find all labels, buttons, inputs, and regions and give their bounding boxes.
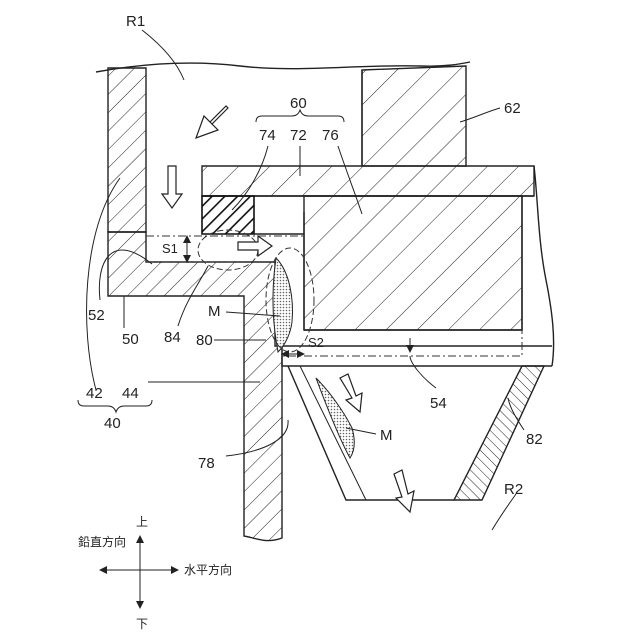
label-s2: S2	[308, 335, 324, 350]
flow-arrow-outlet	[394, 470, 414, 512]
label-r2: R2	[504, 481, 523, 498]
label-78: 78	[198, 455, 215, 472]
hopper-inner-line	[300, 366, 366, 500]
label-r1: R1	[126, 13, 145, 30]
deposit-m-upper	[273, 258, 293, 352]
block-76	[304, 196, 522, 330]
label-down: 下	[136, 617, 148, 631]
label-vertical-direction: 鉛直方向	[78, 534, 126, 549]
label-40: 40	[104, 415, 121, 432]
label-80: 80	[196, 332, 213, 349]
member-62	[362, 66, 466, 166]
flow-arrow-down-left	[162, 166, 182, 208]
flow-arrow-diagonal	[196, 106, 228, 138]
label-42: 42	[86, 385, 103, 402]
label-up: 上	[136, 515, 148, 529]
label-44: 44	[122, 385, 139, 402]
label-72: 72	[290, 127, 307, 144]
leader-54	[410, 356, 436, 388]
label-m-upper: M	[208, 303, 221, 320]
plate-72	[202, 166, 534, 196]
label-62: 62	[504, 100, 521, 117]
frame-54-right-edge	[534, 166, 554, 366]
label-horizontal-direction: 水平方向	[184, 562, 232, 577]
leader-r1	[142, 30, 184, 80]
label-84: 84	[164, 329, 181, 346]
leader-r2	[492, 494, 516, 530]
label-74: 74	[259, 127, 276, 144]
label-76: 76	[322, 127, 339, 144]
label-60: 60	[290, 95, 307, 112]
wall-42	[108, 68, 146, 232]
label-52: 52	[88, 307, 105, 324]
label-82: 82	[526, 431, 543, 448]
label-54: 54	[430, 395, 447, 412]
label-m-lower: M	[380, 427, 393, 444]
flow-arrow-right	[238, 236, 272, 256]
flow-arrow-hopper	[340, 374, 362, 412]
label-50: 50	[122, 331, 139, 348]
seal-74	[202, 196, 254, 234]
label-s1: S1	[162, 241, 178, 256]
